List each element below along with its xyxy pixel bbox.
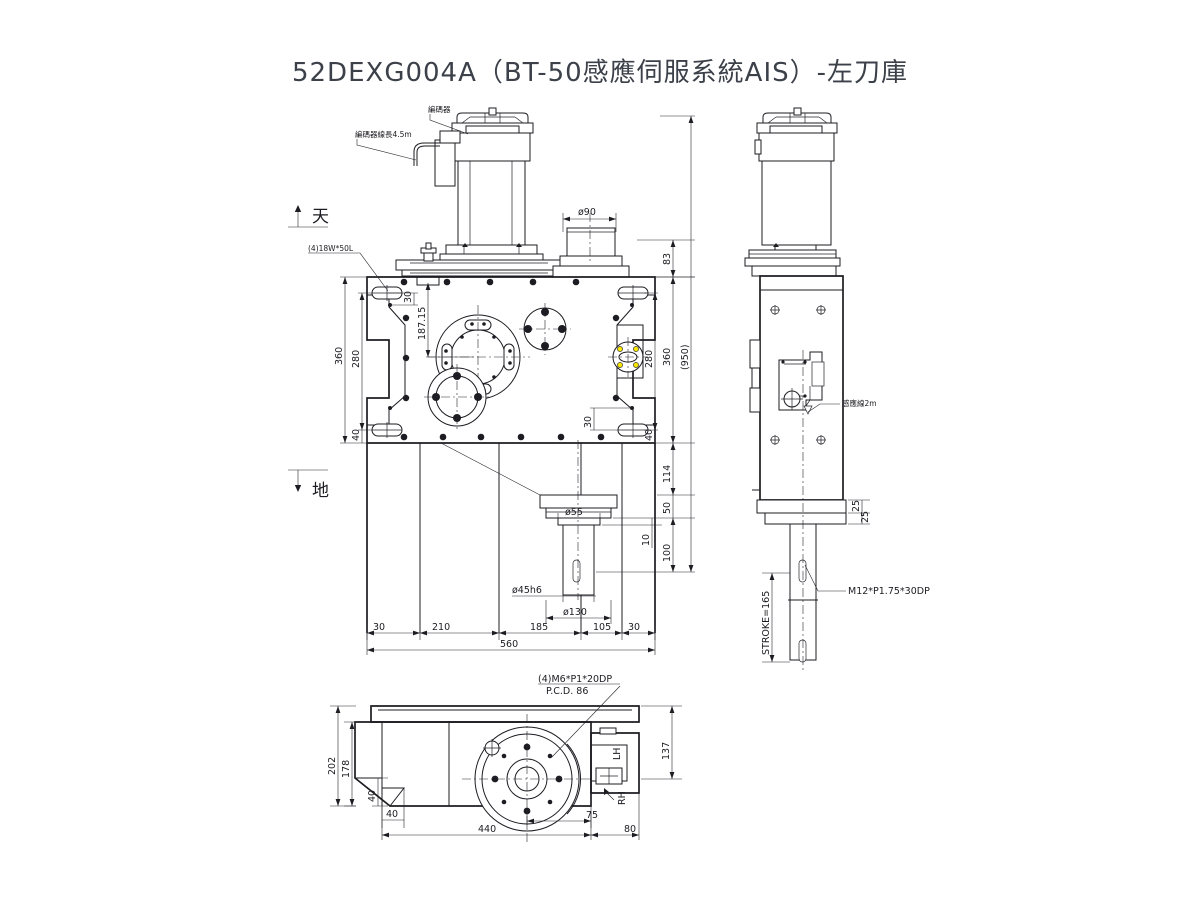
secondary-bore-detail	[424, 364, 490, 430]
spindle-shaft-assembly	[366, 440, 656, 633]
note-bolt-spec: (4)M6*P1*20DP P.C.D. 86	[538, 674, 621, 758]
note-tap-spec: M12*P1.75*30DP	[804, 564, 930, 597]
note-encoder-cable-text: 編碼器線長4.5m	[355, 129, 412, 139]
note-keyway-text: (4)18W*50L	[308, 244, 354, 253]
spindle-nose-pedestal	[552, 227, 630, 278]
dim-overall-height: (950)	[680, 344, 691, 370]
dim-137: 137	[661, 742, 672, 760]
orientation-label-bottom: 地	[312, 481, 329, 501]
dim-360-left: 360	[334, 347, 345, 365]
dim-50: 50	[662, 502, 673, 514]
dim-stroke-text: STROKE=165	[761, 591, 772, 655]
dim-40-vertical: 40	[367, 790, 378, 802]
label-rh-text: RH	[617, 791, 628, 805]
dim-left-stack: 360 280 40	[334, 276, 372, 444]
side-elevation-view	[744, 107, 847, 670]
dim-right-stack: 83 360 280 40 114 50	[596, 115, 695, 573]
dim-d55-text: ø55	[565, 507, 583, 518]
dim-75: 75	[586, 810, 598, 821]
label-lh-text: LH	[612, 748, 623, 760]
dim-bottom-chain: 30 210 185 105 30 560	[366, 622, 656, 655]
dim-25b: 25	[860, 511, 871, 523]
side-view-annotations: 感應線2m M12*P1.75*30DP 25 25 STROKE=165	[761, 398, 930, 663]
bolt-hole-row-bottom	[400, 433, 605, 441]
dim-25a: 25	[851, 500, 862, 512]
dim-d130: ø130	[545, 600, 612, 624]
bottom-view-annotations: (4)M6*P1*20DP P.C.D. 86 LH RH 202	[327, 674, 682, 840]
keyway-slots	[371, 285, 649, 438]
dim-chain-105: 105	[593, 622, 611, 633]
dim-40-left: 40	[351, 429, 362, 441]
label-right-hand: RH	[603, 788, 628, 805]
dim-280-left: 280	[351, 350, 362, 368]
dim-d90: ø90	[562, 207, 617, 262]
note-tap-spec-text: M12*P1.75*30DP	[848, 586, 930, 597]
dim-chain-30a: 30	[373, 622, 385, 633]
dim-80: 80	[624, 824, 636, 835]
bolt-hole-row-top	[400, 278, 580, 286]
dim-chain-185: 185	[530, 622, 548, 633]
note-sensor-cable-text: 感應線2m	[842, 398, 877, 408]
dim-30-upper-left: 30	[388, 291, 418, 306]
note-sensor-cable: 感應線2m	[807, 398, 877, 413]
highlighted-port-detail	[608, 337, 648, 377]
note-encoder-text: 編碼器	[428, 104, 451, 114]
side-bolt-markers	[770, 305, 826, 445]
orientation-label-top: 天	[312, 207, 329, 227]
dim-30-upper-left-text: 30	[403, 291, 414, 303]
drawing-title: 52DEXG004A（BT-50感應伺服系統AIS）-左刀庫	[291, 58, 909, 88]
dim-bottom-left-stack: 202 178 40	[327, 705, 388, 807]
dim-d130-text: ø130	[563, 607, 587, 618]
note-pcd-text: P.C.D. 86	[546, 686, 588, 697]
dim-280-right: 280	[644, 350, 655, 368]
bottom-plan-view	[354, 705, 640, 844]
dim-chain-30b: 30	[628, 622, 640, 633]
dim-114: 114	[662, 465, 673, 483]
dim-187-15-text: 187.15	[417, 307, 428, 340]
note-bolt-spec-text: (4)M6*P1*20DP	[538, 674, 612, 685]
note-encoder-cable: 編碼器線長4.5m	[355, 129, 417, 161]
note-keyway: (4)18W*50L	[308, 244, 389, 292]
dim-83: 83	[662, 253, 673, 265]
orientation-top-marker: 天	[288, 205, 329, 228]
dim-10: 10	[641, 534, 652, 546]
label-left-hand: LH	[612, 748, 623, 760]
dim-360-right: 360	[662, 348, 673, 366]
dim-440: 440	[478, 824, 496, 835]
dim-40-right: 40	[644, 429, 655, 441]
dim-d45h6-text: ø45h6	[512, 585, 542, 596]
dim-100: 100	[662, 544, 673, 562]
note-encoder: 編碼器	[428, 104, 469, 135]
dim-30-lower-right-text: 30	[583, 416, 594, 428]
dim-step-25: 25 25	[848, 499, 871, 525]
dim-d45h6: ø45h6	[512, 585, 596, 602]
dim-40-horizontal: 40	[386, 809, 398, 820]
orientation-bottom-marker: 地	[288, 469, 329, 501]
dim-202: 202	[327, 757, 338, 775]
front-view-annotations: 天 地 編碼器 編碼器線長4.5m (4)18W*50L	[288, 104, 695, 655]
dim-d90-text: ø90	[578, 207, 596, 218]
dim-187-15: 187.15	[417, 283, 474, 358]
bolt-hole-column-left	[388, 303, 410, 410]
dim-overall-width: 560	[500, 639, 518, 650]
auxiliary-bore-detail	[519, 303, 571, 355]
dim-178: 178	[341, 760, 352, 778]
front-elevation-view	[366, 107, 656, 633]
motor-assembly	[413, 107, 544, 261]
dim-bottom-right-stack: 137	[641, 705, 682, 780]
dim-stroke: STROKE=165	[761, 572, 790, 663]
dim-chain-210: 210	[432, 622, 450, 633]
dim-bottom-chain: 40 440 75 80	[381, 788, 640, 840]
dim-30-lower-right: 30	[583, 407, 632, 431]
dim-d55: ø55	[557, 507, 601, 522]
